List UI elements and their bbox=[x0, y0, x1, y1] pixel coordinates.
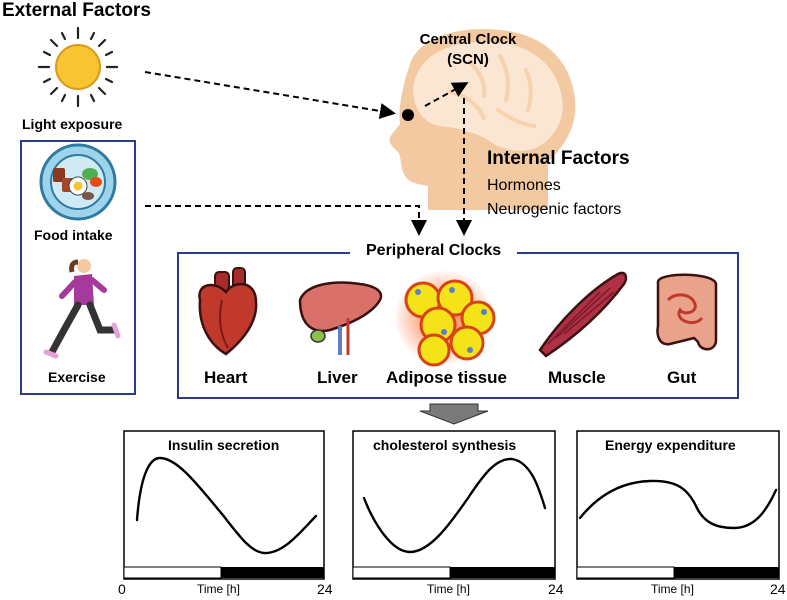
organ-label-liver: Liver bbox=[317, 368, 358, 387]
plot1-x-label: Time [h] bbox=[197, 582, 240, 596]
food-plate-icon bbox=[39, 143, 117, 221]
internal-factor-hormones: Hormones bbox=[487, 177, 561, 194]
plot-title-energy: Energy expenditure bbox=[605, 437, 736, 453]
organ-label-gut: Gut bbox=[667, 368, 697, 387]
organ-label-adipose: Adipose tissue bbox=[386, 368, 507, 387]
peripheral-clocks-title: Peripheral Clocks bbox=[350, 242, 518, 260]
organ-label-muscle: Muscle bbox=[548, 368, 606, 387]
heart-icon bbox=[198, 267, 258, 356]
runner-icon bbox=[43, 259, 121, 359]
plot-title-insulin: Insulin secretion bbox=[168, 437, 280, 453]
sun-icon bbox=[37, 26, 119, 108]
central-clock-line1: Central Clock bbox=[419, 31, 517, 48]
plot1-x-start: 0 bbox=[118, 581, 126, 597]
muscle-icon bbox=[538, 271, 628, 358]
liver-icon bbox=[298, 281, 383, 355]
energy-curve bbox=[578, 479, 778, 530]
light-dark-bars bbox=[123, 566, 779, 579]
plot2-x-label: Time [h] bbox=[427, 582, 470, 596]
plot3-x-end: 24 bbox=[770, 581, 786, 597]
central-clock-label: Central Clock (SCN) bbox=[398, 30, 538, 70]
light-exposure-label: Light exposure bbox=[22, 116, 123, 132]
lifestyle-frame bbox=[20, 140, 136, 395]
scn-dot bbox=[402, 109, 414, 121]
organ-label-heart: Heart bbox=[204, 368, 248, 387]
plot-frames bbox=[123, 430, 780, 580]
plot1-x-end: 24 bbox=[317, 581, 333, 597]
external-factors-title: External Factors bbox=[2, 0, 151, 21]
food-intake-label: Food intake bbox=[34, 227, 113, 243]
plot-title-cholesterol: cholesterol synthesis bbox=[373, 437, 517, 453]
exercise-label: Exercise bbox=[48, 369, 106, 385]
gut-icon bbox=[656, 273, 718, 351]
down-arrow-icon bbox=[419, 403, 489, 425]
signal-arrows bbox=[144, 71, 472, 236]
adipose-icon bbox=[394, 270, 496, 367]
central-clock-line2: (SCN) bbox=[447, 51, 489, 68]
internal-factor-neurogenic: Neurogenic factors bbox=[487, 201, 622, 218]
head-icon bbox=[389, 29, 576, 210]
insulin-curve bbox=[135, 456, 318, 555]
cholesterol-curve bbox=[362, 457, 547, 554]
plot2-x-end: 24 bbox=[548, 581, 564, 597]
plot3-x-label: Time [h] bbox=[651, 582, 694, 596]
internal-factors-title: Internal Factors bbox=[487, 148, 630, 169]
